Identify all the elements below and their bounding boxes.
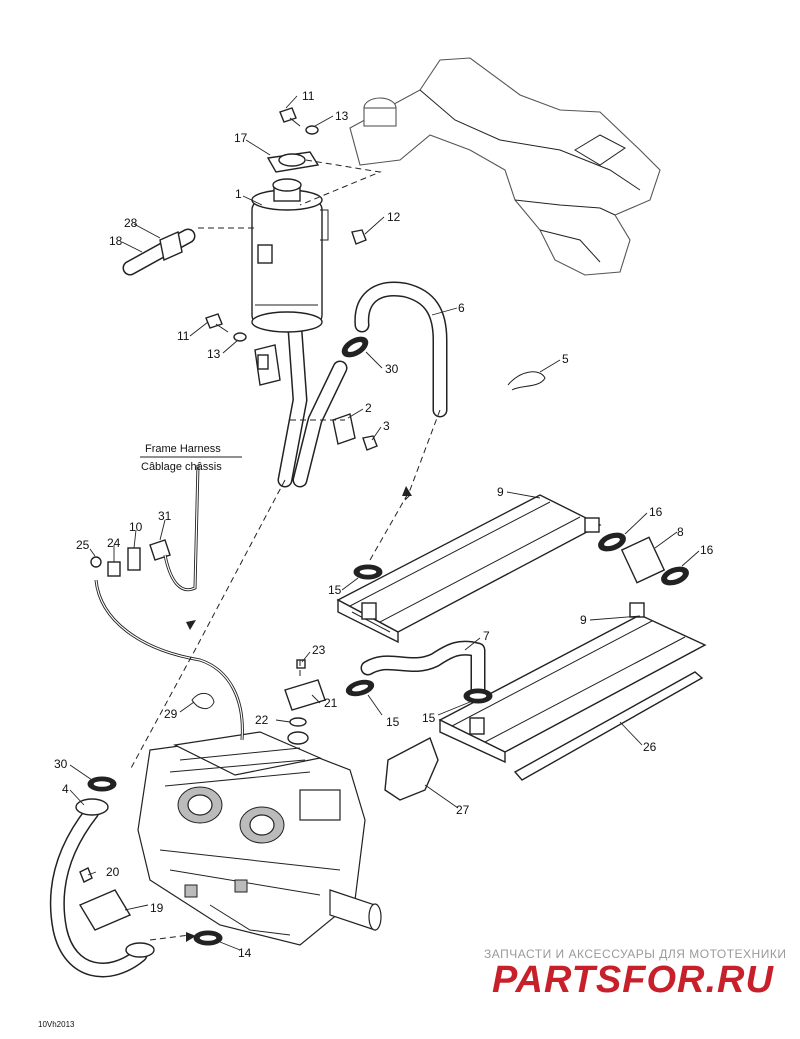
callout-30-upper: 30 <box>385 362 399 376</box>
callout-30-lower: 30 <box>54 757 68 771</box>
callout-16-right: 16 <box>700 543 714 557</box>
coolant-reservoir-icon <box>251 178 329 333</box>
callout-13-lower: 13 <box>207 347 221 361</box>
callout-9-lower: 9 <box>580 613 587 627</box>
callout-9-upper: 9 <box>497 485 504 499</box>
callout-2: 2 <box>365 401 372 415</box>
callout-8: 8 <box>677 525 684 539</box>
callout-4: 4 <box>62 782 69 796</box>
callout-12: 12 <box>387 210 401 224</box>
chassis-frame-ghost <box>349 57 661 276</box>
callout-21: 21 <box>324 696 338 710</box>
harness-label-en: Frame Harness <box>145 443 221 455</box>
routing-arrows <box>186 486 412 942</box>
callout-25: 25 <box>76 538 90 552</box>
callout-15-right: 15 <box>422 711 436 725</box>
callout-15-middle: 15 <box>386 715 400 729</box>
figure-code: 10Vh2013 <box>38 1020 75 1029</box>
hoses <box>49 228 666 978</box>
callout-18: 18 <box>109 234 123 248</box>
callout-22: 22 <box>255 713 269 727</box>
callout-numbers: 11 13 17 1 12 28 18 11 13 6 5 30 2 3 9 1… <box>54 89 714 960</box>
callout-17: 17 <box>234 131 248 145</box>
callout-31: 31 <box>158 509 172 523</box>
hardware-parts <box>78 107 546 931</box>
callout-27: 27 <box>456 803 470 817</box>
callout-20: 20 <box>106 865 120 879</box>
callout-16-left: 16 <box>649 505 663 519</box>
radiator-heat-exchanger-icon <box>336 494 707 781</box>
hose-clamp-icon <box>75 336 689 958</box>
callout-14: 14 <box>238 946 252 960</box>
reservoir-bracket-icon <box>254 344 281 386</box>
engine-block-icon <box>137 731 382 946</box>
callout-6: 6 <box>458 301 465 315</box>
callout-5: 5 <box>562 352 569 366</box>
reservoir-cap-icon <box>266 151 320 173</box>
harness-label-fr: Câblage châssis <box>141 461 222 473</box>
callout-28: 28 <box>124 216 138 230</box>
callout-1: 1 <box>235 187 242 201</box>
callout-13-upper: 13 <box>335 109 349 123</box>
frame-harness-wiring <box>94 464 244 741</box>
watermark: ЗАПЧАСТИ И АКСЕССУАРЫ ДЛЯ МОТОТЕХНИКИ PA… <box>484 947 786 1001</box>
callout-15-upper: 15 <box>328 583 342 597</box>
callout-23: 23 <box>312 643 326 657</box>
callout-26: 26 <box>643 740 657 754</box>
watermark-logo: PARTSFOR.RU <box>492 959 774 1001</box>
callout-29: 29 <box>164 707 178 721</box>
callout-3: 3 <box>383 419 390 433</box>
watermark-tagline: ЗАПЧАСТИ И АКСЕССУАРЫ ДЛЯ МОТОТЕХНИКИ <box>484 947 786 961</box>
callout-10: 10 <box>129 520 143 534</box>
frame-harness-label: Frame Harness Câblage châssis <box>140 443 242 473</box>
leader-lines <box>69 95 700 951</box>
routing-lines <box>129 159 441 941</box>
callout-24: 24 <box>107 536 121 550</box>
callout-11-lower: 11 <box>177 329 190 343</box>
callout-7: 7 <box>483 629 490 643</box>
callout-19: 19 <box>150 901 164 915</box>
callout-11-upper: 11 <box>302 89 315 103</box>
